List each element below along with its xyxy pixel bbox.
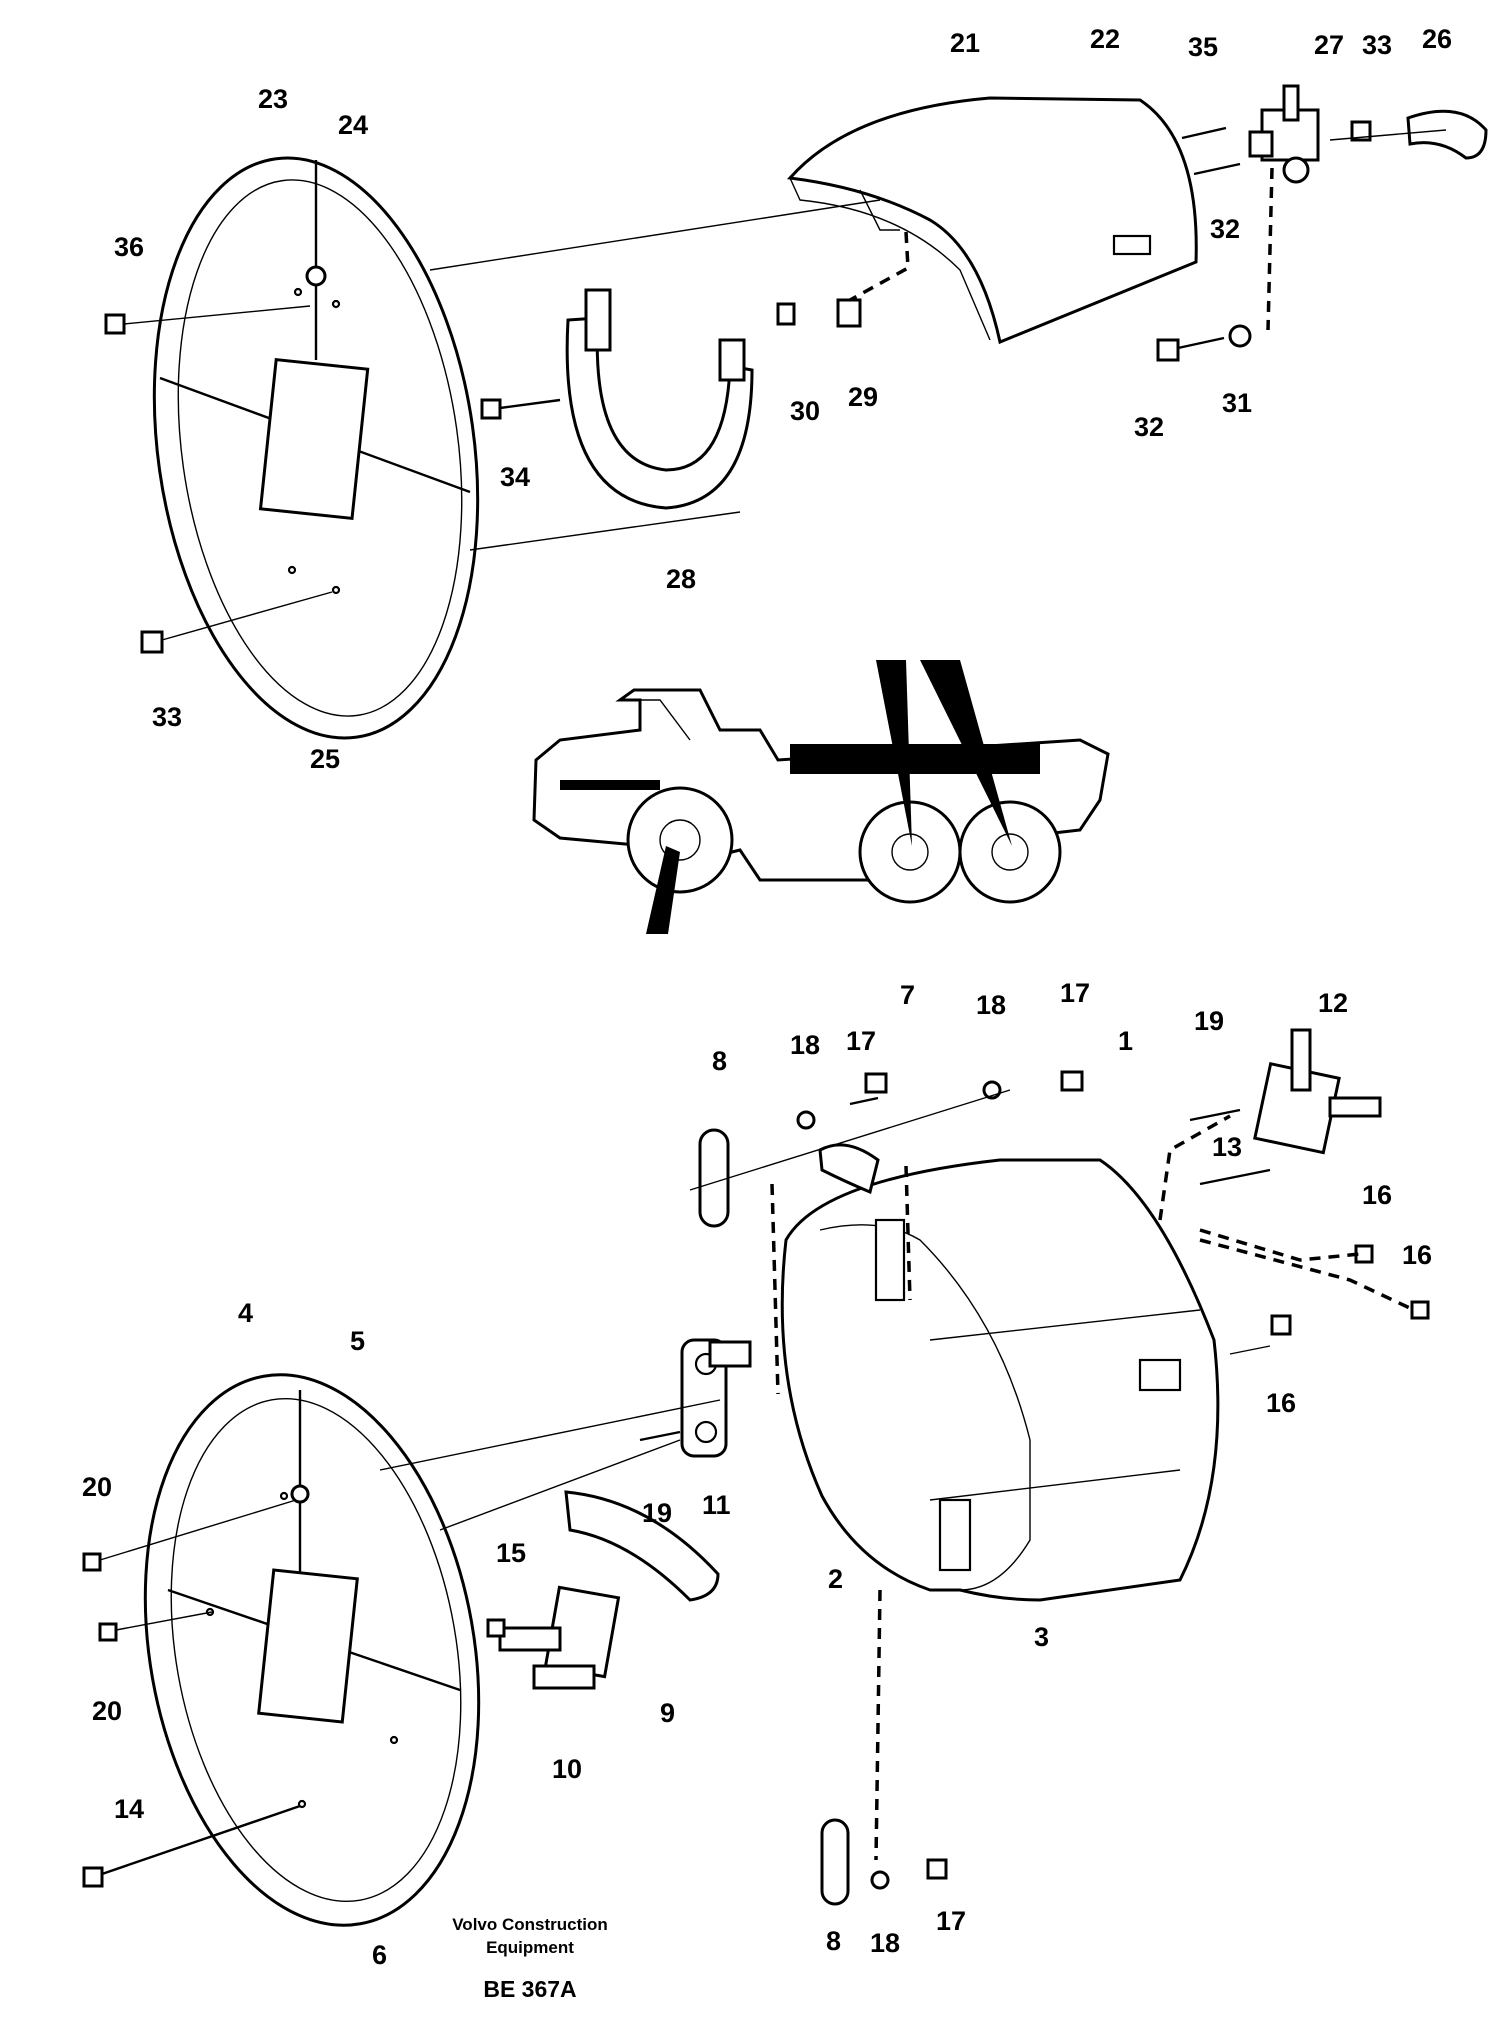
bracket-11 xyxy=(680,1338,752,1458)
part-label: 32 xyxy=(1134,412,1164,442)
part-label: 11 xyxy=(702,1490,731,1520)
part-label: 21 xyxy=(950,28,980,58)
part-label: 24 xyxy=(338,110,368,140)
part-label: 29 xyxy=(848,382,878,412)
hinge-bracket-12 xyxy=(1253,1028,1382,1155)
part-label: 20 xyxy=(82,1472,112,1502)
part-label: 32 xyxy=(1210,214,1240,244)
ring-bracket xyxy=(565,288,754,510)
part-label: 16 xyxy=(1266,1388,1296,1418)
part-label: 4 xyxy=(238,1298,253,1328)
fender-drum-front xyxy=(780,1158,1220,1602)
part-label: 26 xyxy=(1422,24,1452,54)
part-label: 16 xyxy=(1362,1180,1392,1210)
part-label: 17 xyxy=(936,1906,966,1936)
link-plate-8-top xyxy=(698,1128,730,1228)
part-label: 6 xyxy=(372,1940,387,1970)
part-label: 35 xyxy=(1188,32,1218,62)
part-label: 16 xyxy=(1402,1240,1432,1270)
part-label: 7 xyxy=(900,980,915,1010)
upper-bolts xyxy=(104,120,1372,654)
part-label: 3 xyxy=(1034,1622,1049,1652)
part-label: 18 xyxy=(790,1030,820,1060)
bracket-10 xyxy=(498,1585,621,1690)
part-label: 12 xyxy=(1318,988,1348,1018)
part-label: 33 xyxy=(152,702,182,732)
link-plate-7 xyxy=(818,1143,880,1195)
part-label: 27 xyxy=(1314,30,1344,60)
part-label: 8 xyxy=(712,1046,727,1076)
part-label: 25 xyxy=(310,744,340,774)
part-label: 23 xyxy=(258,84,288,114)
drawing-code: BE 367A xyxy=(483,1976,577,2002)
part-label: 36 xyxy=(114,232,144,262)
part-label: 9 xyxy=(660,1698,675,1728)
part-label: 5 xyxy=(350,1326,365,1356)
part-label: 14 xyxy=(114,1794,144,1824)
part-label: 19 xyxy=(1194,1006,1224,1036)
hinge-bracket-27 xyxy=(1248,84,1320,184)
part-label: 15 xyxy=(496,1538,526,1568)
part-label: 20 xyxy=(92,1696,122,1726)
cover-disc-front xyxy=(143,1373,481,1927)
part-label: 28 xyxy=(666,564,696,594)
part-label: 34 xyxy=(500,462,530,492)
cover-disc-rear xyxy=(152,156,480,740)
articulated-hauler-illustration xyxy=(532,660,1110,934)
part-label: 8 xyxy=(826,1926,841,1956)
part-label: 17 xyxy=(1060,978,1090,1008)
rear-fender-assembly xyxy=(104,84,1488,740)
arc-plate-9 xyxy=(564,1490,720,1602)
small-bushings xyxy=(776,298,1252,348)
part-label: 22 xyxy=(1090,24,1120,54)
part-label: 1 xyxy=(1118,1026,1133,1056)
maker-name-line-1: Volvo Construction xyxy=(452,1915,608,1934)
part-label: 31 xyxy=(1222,388,1252,418)
part-label: 30 xyxy=(790,396,820,426)
part-label: 33 xyxy=(1362,30,1392,60)
part-number-labels: 1 2 3 4 5 6 7 8 8 9 10 11 12 13 14 15 16… xyxy=(82,24,1452,1970)
part-label: 17 xyxy=(846,1026,876,1056)
plate-26 xyxy=(1406,109,1488,160)
maker-name-line-2: Equipment xyxy=(486,1938,574,1957)
part-label: 10 xyxy=(552,1754,582,1784)
part-label: 19 xyxy=(642,1498,672,1528)
part-label: 13 xyxy=(1212,1132,1242,1162)
part-label: 18 xyxy=(870,1928,900,1958)
part-label: 18 xyxy=(976,990,1006,1020)
front-fender-assembly xyxy=(82,1028,1430,1927)
fender-shell-rear xyxy=(786,96,1198,345)
link-plate-8-bottom xyxy=(820,1818,850,1906)
part-label: 2 xyxy=(828,1564,843,1594)
